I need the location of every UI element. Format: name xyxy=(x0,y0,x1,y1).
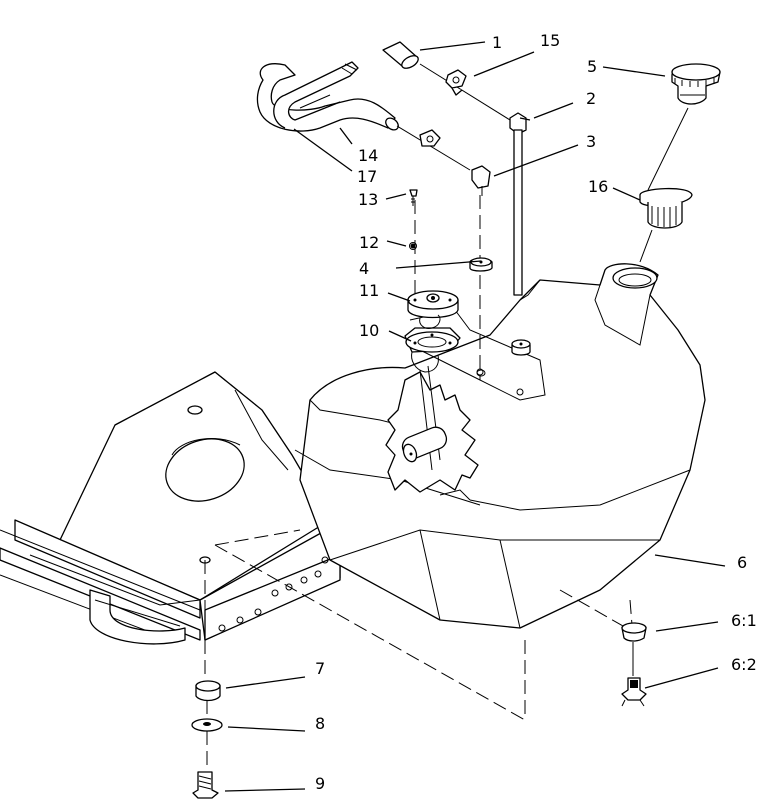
frame-chassis xyxy=(0,371,526,721)
callout-12: 12 xyxy=(359,233,379,252)
leader-lines xyxy=(224,41,726,792)
callout-17: 17 xyxy=(357,167,377,186)
callout-labels: 1 15 2 3 5 16 14 17 13 12 4 11 10 6 6:1 … xyxy=(315,31,757,793)
clamp-14 xyxy=(419,129,441,147)
clamp-15 xyxy=(445,69,467,89)
fuel-tank xyxy=(294,263,706,720)
frame-opening xyxy=(165,438,245,502)
callout-14: 14 xyxy=(358,146,378,165)
callout-6: 6 xyxy=(737,553,747,572)
vent-lines xyxy=(256,41,531,296)
callout-7: 7 xyxy=(315,659,325,678)
callout-4: 4 xyxy=(359,259,369,278)
callout-10: 10 xyxy=(359,321,379,340)
callout-15: 15 xyxy=(540,31,560,50)
drain-parts xyxy=(621,599,647,707)
callout-9: 9 xyxy=(315,774,325,793)
callout-13: 13 xyxy=(358,190,378,209)
hose-14 xyxy=(256,63,396,132)
callout-3: 3 xyxy=(586,132,596,151)
callout-11: 11 xyxy=(359,281,379,300)
elbow-fitting-3 xyxy=(471,165,491,189)
sender-gasket xyxy=(405,331,459,353)
callout-16: 16 xyxy=(588,177,608,196)
tank-filler-neck xyxy=(612,267,658,289)
mount-hardware xyxy=(191,680,223,799)
clip-17 xyxy=(273,61,359,129)
bolt-9 xyxy=(192,771,219,799)
callout-2: 2 xyxy=(586,89,596,108)
callout-1: 1 xyxy=(492,33,502,52)
cap-and-adapter xyxy=(639,63,721,263)
callout-6-2: 6:2 xyxy=(731,655,757,674)
screw-13 xyxy=(409,189,418,197)
callout-6-1: 6:1 xyxy=(731,611,757,630)
fuel-sender xyxy=(404,189,461,373)
callout-8: 8 xyxy=(315,714,325,733)
callout-5: 5 xyxy=(587,57,597,76)
